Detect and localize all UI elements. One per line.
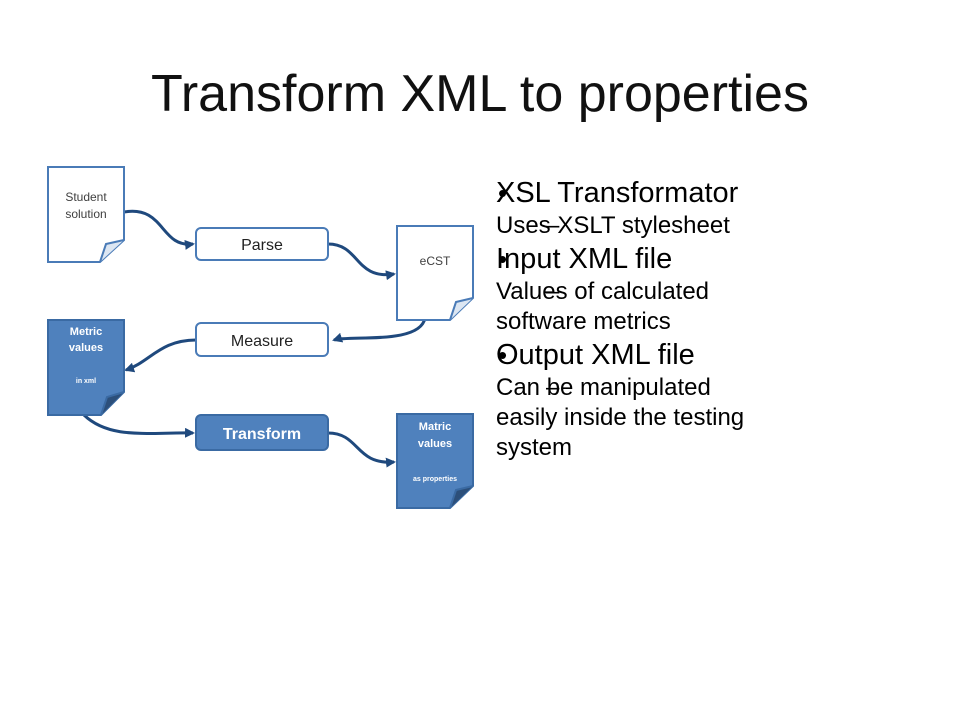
document-student-solution: Student solution [47, 166, 125, 263]
arrow-ecst-to-measure [332, 317, 427, 343]
parse-label: Parse [241, 237, 283, 254]
document-metric-values: Metric values in xml [47, 319, 125, 416]
measure-label: Measure [231, 333, 293, 350]
sub-bullet-manipulated: Can be manipulated easily inside the tes… [496, 373, 916, 463]
arrow-metric-to-transform [82, 413, 195, 438]
student-solution-line-2: solution [65, 207, 106, 221]
sub-bullet-values-metrics: Values of calculated software metrics [496, 277, 916, 337]
bullet-list: XSL Transformator Uses XSLT stylesheet I… [496, 175, 916, 463]
metric-values-sub: in xml [76, 378, 96, 385]
sub-bullet-line: easily inside the testing [496, 404, 745, 431]
sub-bullet-line: software metrics [496, 308, 671, 335]
transform-step: Transform [195, 414, 329, 451]
arrow-student-to-parse [123, 209, 195, 250]
ecst-label: eCST [420, 254, 451, 268]
bullet-output-xml: Output XML file [496, 337, 916, 373]
sub-bullet-line: Values of calculated [496, 278, 710, 305]
metric-values-line-2: values [69, 342, 103, 354]
document-ecst: eCST [396, 225, 474, 321]
arrow-measure-to-metric [124, 338, 197, 373]
arrow-parse-to-ecst [327, 242, 396, 281]
sub-bullet-line: system [496, 434, 573, 461]
arrow-transform-to-matric [327, 431, 396, 468]
matric-values-sub: as properties [413, 476, 457, 483]
measure-step: Measure [195, 322, 329, 357]
bullet-xsl-transformator: XSL Transformator [496, 175, 916, 211]
document-matric-values: Matric values as properties [396, 413, 474, 509]
bullet-input-xml: Input XML file [496, 241, 916, 277]
slide-title: Transform XML to properties [151, 65, 809, 123]
student-solution-line-1: Student [65, 190, 107, 204]
transform-label: Transform [223, 426, 301, 443]
parse-step: Parse [195, 227, 329, 261]
sub-bullet-line: Can be manipulated [496, 374, 711, 401]
metric-values-line-1: Metric [70, 326, 102, 338]
sub-bullet-line: Uses XSLT stylesheet [496, 212, 730, 239]
sub-bullet-uses-xslt: Uses XSLT stylesheet [496, 211, 916, 241]
matric-values-line-1: Matric [419, 421, 451, 433]
matric-values-line-2: values [418, 438, 452, 450]
